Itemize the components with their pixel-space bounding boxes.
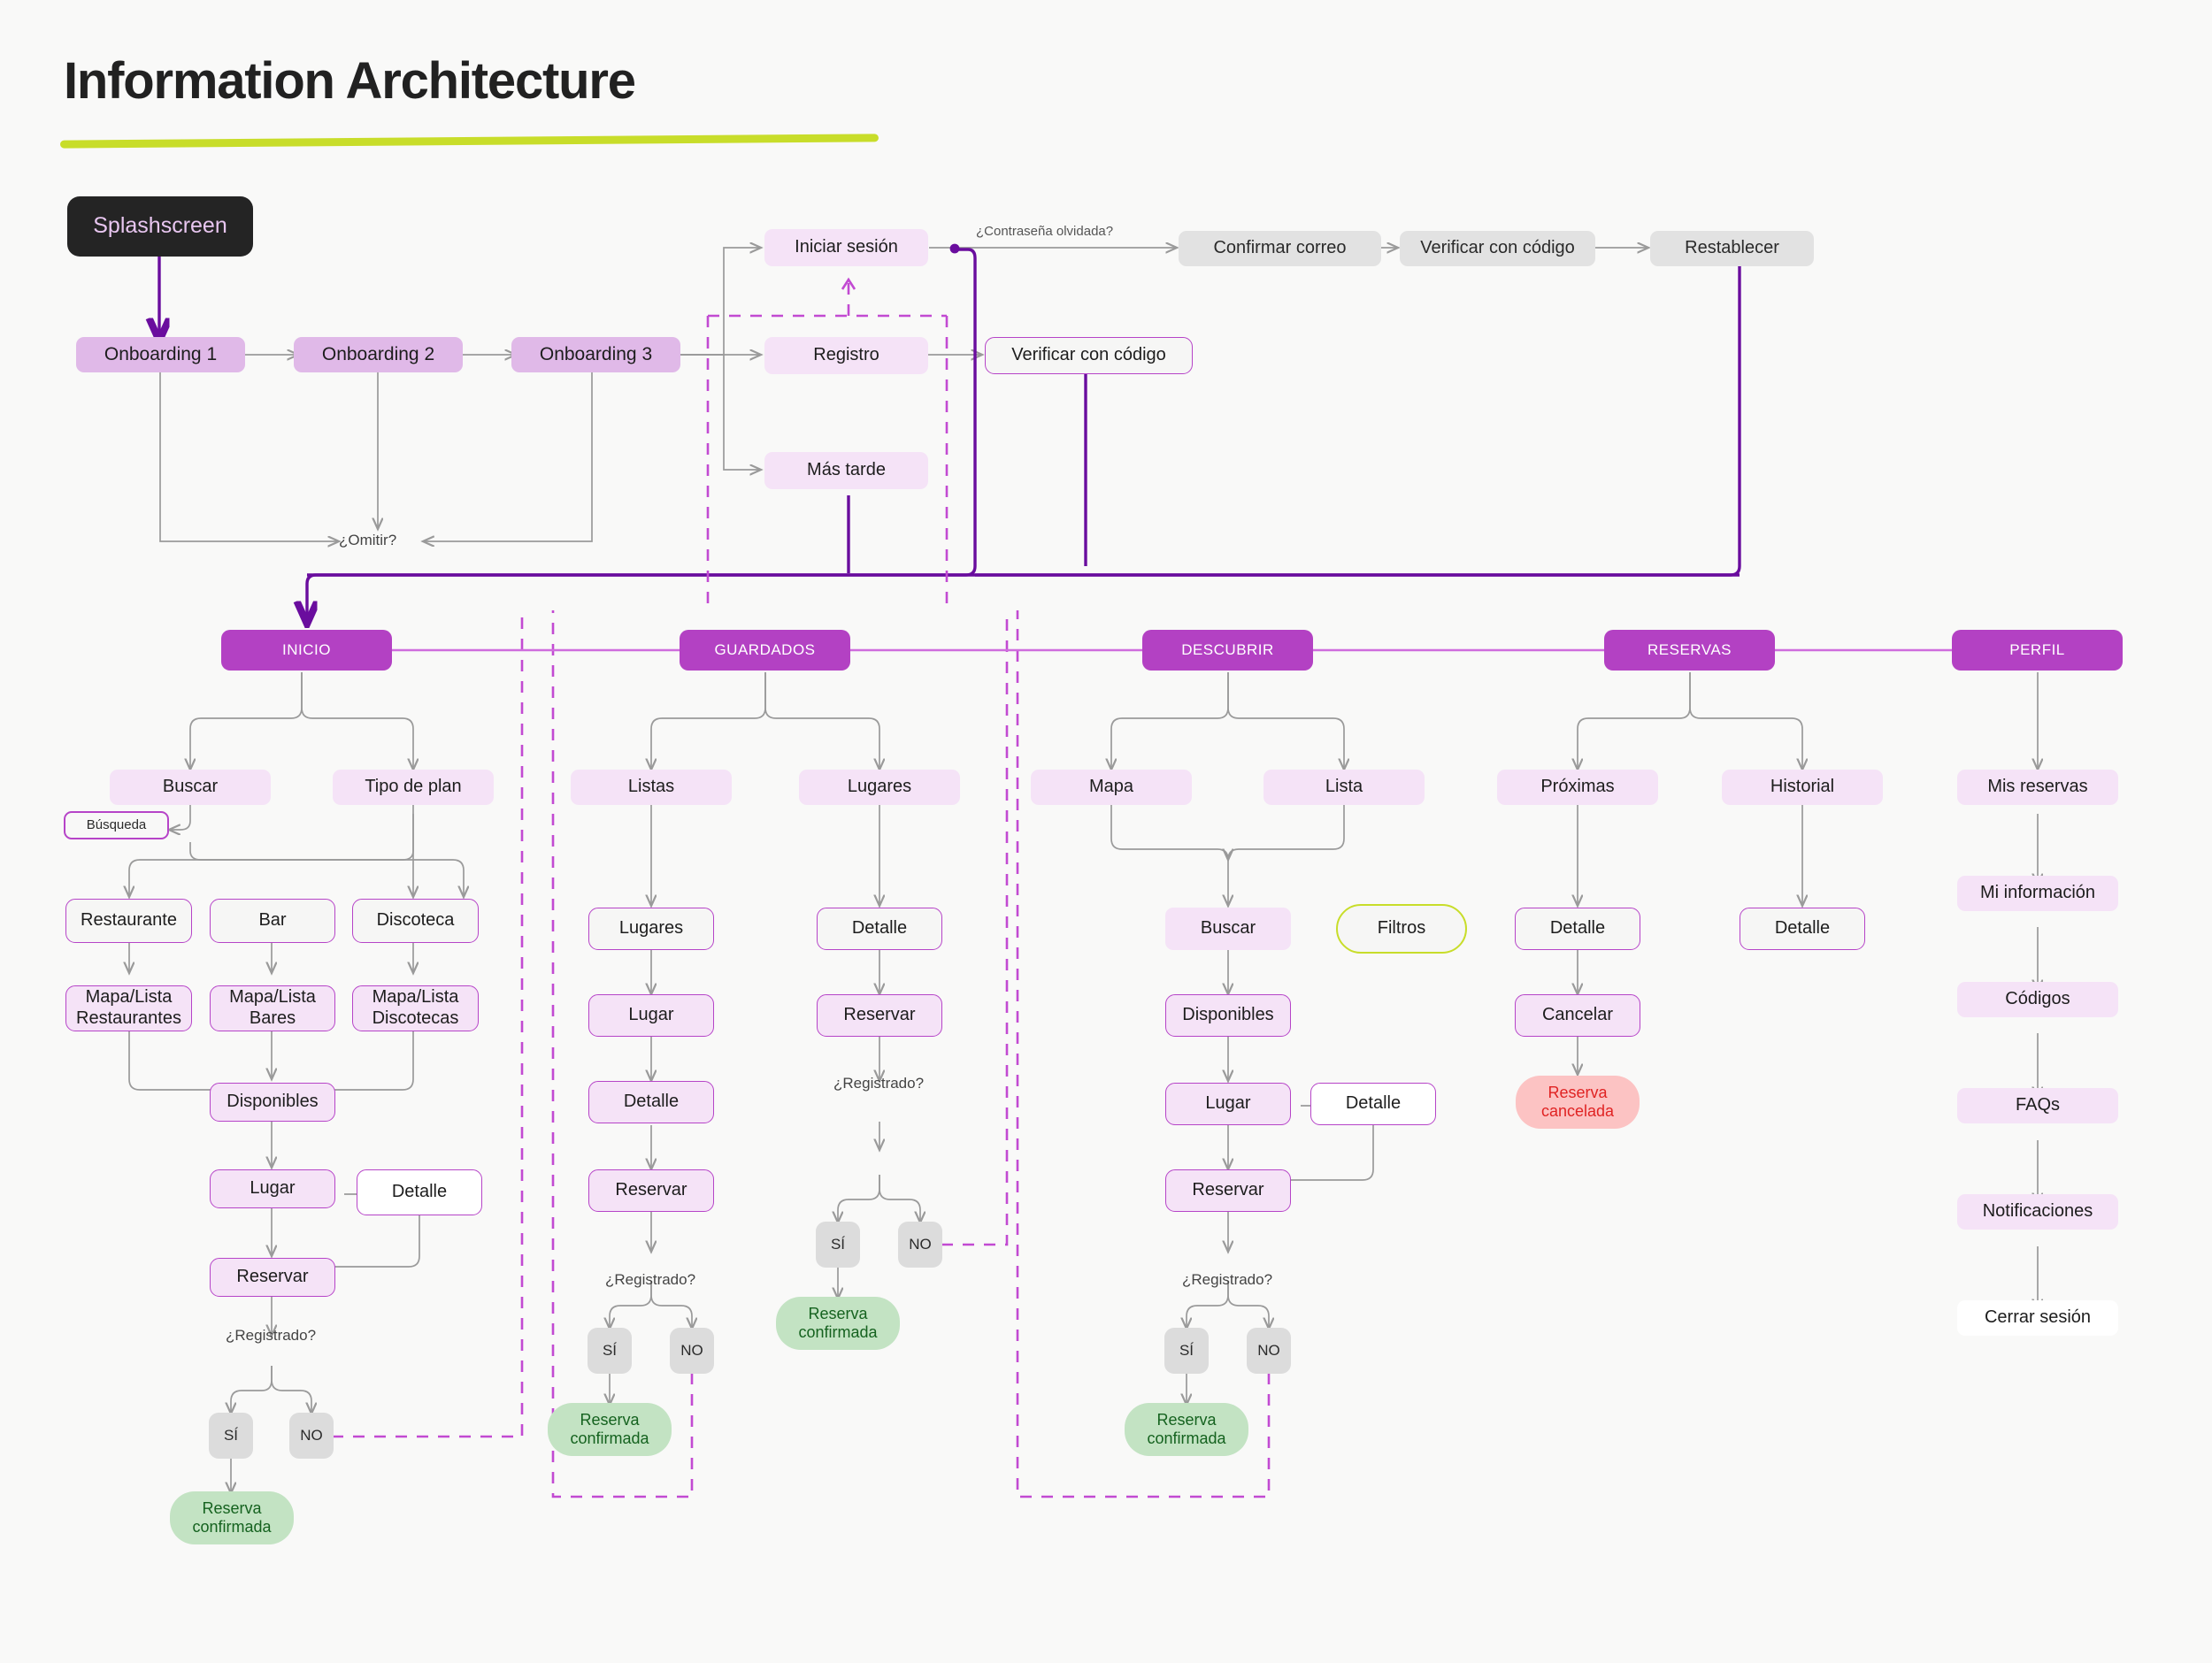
node-registro[interactable]: Registro [764, 337, 928, 374]
node-inicio-bar[interactable]: Bar [210, 899, 335, 943]
node-inicio-si[interactable]: SÍ [209, 1413, 253, 1459]
node-guardados-listas-si[interactable]: SÍ [588, 1328, 632, 1374]
node-descubrir-no[interactable]: NO [1247, 1328, 1291, 1374]
node-perfil-codigos[interactable]: Códigos [1957, 982, 2118, 1017]
node-iniciar-sesion[interactable]: Iniciar sesión [764, 229, 928, 266]
label-descubrir-registrado: ¿Registrado? [1182, 1271, 1273, 1288]
node-guardados-lugares-detalle[interactable]: Detalle [817, 908, 942, 950]
node-inicio-reserva-confirmada: Reserva confirmada [170, 1491, 294, 1544]
node-inicio-mapa-lista-discotecas[interactable]: Mapa/Lista Discotecas [352, 985, 479, 1031]
node-guardados-lugares-reservar[interactable]: Reservar [817, 994, 942, 1037]
node-guardados-lugares-si[interactable]: SÍ [816, 1222, 860, 1268]
node-perfil-mis-reservas[interactable]: Mis reservas [1957, 770, 2118, 805]
node-guardados-listas-reservar[interactable]: Reservar [588, 1169, 714, 1212]
node-descubrir-si[interactable]: SÍ [1164, 1328, 1209, 1374]
label-guardados-listas-registrado: ¿Registrado? [605, 1271, 696, 1288]
section-header-reservas[interactable]: RESERVAS [1604, 630, 1775, 671]
node-perfil-cerrar-sesion[interactable]: Cerrar sesión [1957, 1300, 2118, 1336]
node-splashscreen[interactable]: Splashscreen [67, 196, 253, 257]
node-onboarding-1[interactable]: Onboarding 1 [76, 337, 245, 372]
node-perfil-faqs[interactable]: FAQs [1957, 1088, 2118, 1123]
node-descubrir-lista[interactable]: Lista [1263, 770, 1425, 805]
page-title: Information Architecture [64, 52, 636, 110]
node-descubrir-mapa[interactable]: Mapa [1031, 770, 1192, 805]
label-skip-onboarding: ¿Omitir? [339, 532, 397, 548]
node-reservas-proximas-detalle[interactable]: Detalle [1515, 908, 1640, 950]
title-underline-accent [59, 134, 879, 149]
node-inicio-mapa-lista-restaurantes[interactable]: Mapa/Lista Restaurantes [65, 985, 192, 1031]
node-restablecer[interactable]: Restablecer [1650, 231, 1814, 266]
node-guardados-lugares-reserva-confirmada: Reserva confirmada [776, 1297, 900, 1350]
node-inicio-detalle[interactable]: Detalle [357, 1169, 482, 1215]
node-descubrir-reserva-confirmada: Reserva confirmada [1125, 1403, 1248, 1456]
node-descubrir-lugar[interactable]: Lugar [1165, 1083, 1291, 1125]
node-onboarding-2[interactable]: Onboarding 2 [294, 337, 463, 372]
node-mas-tarde[interactable]: Más tarde [764, 452, 928, 489]
node-inicio-tipo-de-plan[interactable]: Tipo de plan [333, 770, 494, 805]
node-guardados-listas-lugares[interactable]: Lugares [588, 908, 714, 950]
node-inicio-mapa-lista-bares[interactable]: Mapa/Lista Bares [210, 985, 335, 1031]
node-inicio-no[interactable]: NO [289, 1413, 334, 1459]
node-perfil-notificaciones[interactable]: Notificaciones [1957, 1194, 2118, 1230]
node-reservas-reserva-cancelada: Reserva cancelada [1516, 1076, 1640, 1129]
node-onboarding-3[interactable]: Onboarding 3 [511, 337, 680, 372]
node-confirmar-correo[interactable]: Confirmar correo [1179, 231, 1381, 266]
node-inicio-buscar[interactable]: Buscar [110, 770, 271, 805]
node-guardados-listas-lugar[interactable]: Lugar [588, 994, 714, 1037]
node-verificar-con-codigo-recovery[interactable]: Verificar con código [1400, 231, 1595, 266]
node-reservas-historial-detalle[interactable]: Detalle [1740, 908, 1865, 950]
section-header-inicio[interactable]: INICIO [221, 630, 392, 671]
node-inicio-busqueda[interactable]: Búsqueda [64, 811, 169, 839]
node-inicio-lugar[interactable]: Lugar [210, 1169, 335, 1208]
node-guardados-listas-no[interactable]: NO [670, 1328, 714, 1374]
node-inicio-restaurante[interactable]: Restaurante [65, 899, 192, 943]
node-perfil-mi-informacion[interactable]: Mi información [1957, 876, 2118, 911]
label-forgot-password: ¿Contraseña olvidada? [976, 224, 1114, 239]
node-verificar-con-codigo-registro[interactable]: Verificar con código [985, 337, 1193, 374]
node-guardados-listas-reserva-confirmada: Reserva confirmada [548, 1403, 672, 1456]
node-guardados-lugares-no[interactable]: NO [898, 1222, 942, 1268]
node-reservas-cancelar[interactable]: Cancelar [1515, 994, 1640, 1037]
node-inicio-discoteca[interactable]: Discoteca [352, 899, 479, 943]
node-guardados-lugares[interactable]: Lugares [799, 770, 960, 805]
node-descubrir-filtros[interactable]: Filtros [1336, 904, 1467, 954]
node-guardados-listas-detalle[interactable]: Detalle [588, 1081, 714, 1123]
section-header-descubrir[interactable]: DESCUBRIR [1142, 630, 1313, 671]
label-guardados-lugares-registrado: ¿Registrado? [833, 1075, 925, 1092]
node-reservas-proximas[interactable]: Próximas [1497, 770, 1658, 805]
section-header-perfil[interactable]: PERFIL [1952, 630, 2123, 671]
node-descubrir-detalle[interactable]: Detalle [1310, 1083, 1436, 1125]
node-descubrir-reservar[interactable]: Reservar [1165, 1169, 1291, 1212]
node-inicio-reservar[interactable]: Reservar [210, 1258, 335, 1297]
label-inicio-registrado: ¿Registrado? [226, 1327, 317, 1344]
section-header-guardados[interactable]: GUARDADOS [680, 630, 850, 671]
node-descubrir-disponibles[interactable]: Disponibles [1165, 994, 1291, 1037]
node-guardados-listas[interactable]: Listas [571, 770, 732, 805]
node-reservas-historial[interactable]: Historial [1722, 770, 1883, 805]
node-inicio-disponibles[interactable]: Disponibles [210, 1083, 335, 1122]
node-descubrir-buscar[interactable]: Buscar [1165, 908, 1291, 950]
